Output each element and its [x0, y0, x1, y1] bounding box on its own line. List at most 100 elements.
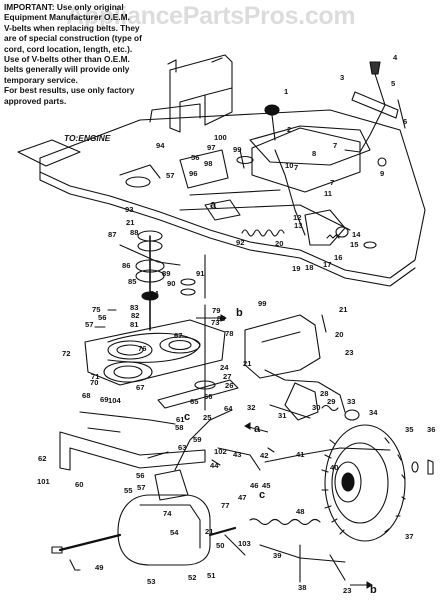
- part-callout-13: 13: [294, 221, 302, 230]
- brake-linkage: [264, 369, 346, 413]
- part-callout-101: 101: [37, 477, 50, 486]
- shift-arm: [147, 451, 169, 459]
- clutch-bracket-fold: [261, 331, 301, 343]
- part-callout-73: 73: [211, 318, 219, 327]
- part-callout-85: 85: [128, 277, 137, 286]
- part-callout-89: 89: [162, 269, 170, 278]
- frame-hole-3: [363, 241, 377, 249]
- part-callout-27: 27: [223, 372, 231, 381]
- part-callout-104: 104: [108, 396, 121, 405]
- idler-rod: [119, 244, 181, 266]
- frame-hole: [125, 176, 151, 188]
- knob-1: [264, 104, 280, 116]
- bolt-6: [397, 99, 406, 129]
- part-callout-18: 18: [305, 263, 313, 272]
- bolt-42: [267, 447, 275, 453]
- part-callout-32: 32: [247, 403, 255, 412]
- frame-slot-2: [189, 189, 281, 196]
- part-callout-61: 61: [176, 415, 185, 424]
- main-pulley-inner: [113, 365, 143, 379]
- drive-plate: [84, 319, 226, 386]
- drive-pulley-left: [107, 340, 153, 360]
- spring-104: [87, 427, 121, 433]
- brake-rod-68: [79, 411, 176, 425]
- part-callout-16: 16: [334, 253, 342, 262]
- part-callout-26: 26: [225, 381, 233, 390]
- part-callout-97: 97: [207, 143, 215, 152]
- tire-inner: [331, 442, 389, 524]
- lever-rod: [344, 73, 386, 153]
- main-pulley: [103, 361, 153, 383]
- part-callout-39: 39: [273, 551, 281, 560]
- part-callout-57: 57: [85, 320, 93, 329]
- part-callout-25: 25: [203, 413, 212, 422]
- cap-36: [427, 459, 434, 475]
- part-callout-53: 53: [147, 577, 155, 586]
- part-callout-88: 88: [130, 228, 138, 237]
- part-callout-63: 63: [178, 443, 186, 452]
- connection-letter-b: b: [370, 584, 377, 596]
- arrow-a-2-head: [244, 422, 251, 430]
- lever-bar: [351, 91, 399, 119]
- shift-lever-housing: [154, 469, 189, 501]
- part-callout-56: 56: [191, 153, 199, 162]
- part-callout-69: 69: [100, 395, 108, 404]
- part-callout-8: 8: [312, 149, 316, 158]
- rod-31: [269, 404, 311, 419]
- engine-link-plate: [17, 139, 81, 167]
- lever-bushing: [377, 157, 387, 167]
- part-callout-91: 91: [196, 269, 205, 278]
- part-callout-11: 11: [324, 189, 333, 198]
- arrow-b-1-head: [220, 314, 227, 322]
- part-callout-70: 70: [90, 378, 98, 387]
- bolt-103: [224, 534, 246, 556]
- part-callout-24: 24: [220, 363, 229, 372]
- part-callout-41: 41: [296, 450, 305, 459]
- part-callout-21: 21: [339, 305, 348, 314]
- notice-line: For best results, use only factory: [4, 85, 135, 96]
- part-callout-50: 50: [216, 541, 224, 550]
- dash-bracket: [169, 54, 233, 133]
- idler-arm: [157, 379, 239, 409]
- bushing-14: [335, 226, 349, 238]
- arrow-b-2-head: [366, 581, 373, 589]
- dash-bracket-fold: [204, 87, 233, 96]
- part-callout-36: 36: [427, 425, 435, 434]
- part-callout-76: 76: [138, 344, 146, 353]
- part-callout-60: 60: [75, 480, 83, 489]
- part-callout-82: 82: [131, 311, 139, 320]
- notice-line: Use only original: [56, 2, 124, 12]
- connection-letter-b: b: [236, 307, 243, 319]
- part-callout-28: 28: [320, 389, 328, 398]
- transmission-ridge: [139, 504, 201, 549]
- part-callout-21: 21: [126, 218, 135, 227]
- part-callout-67: 67: [174, 331, 182, 340]
- part-callout-45: 45: [262, 481, 271, 490]
- part-callout-7: 7: [294, 163, 298, 172]
- part-callout-65: 65: [190, 397, 199, 406]
- part-callout-37: 37: [405, 532, 413, 541]
- part-callout-57: 57: [166, 171, 174, 180]
- brake-spring: [321, 404, 339, 412]
- drive-pulley-left-inner: [116, 344, 144, 356]
- part-callout-3: 3: [340, 73, 344, 82]
- part-callout-43: 43: [233, 450, 241, 459]
- part-callout-9: 9: [380, 169, 384, 178]
- frame-plate: [39, 109, 426, 279]
- part-callout-102: 102: [214, 447, 227, 456]
- part-callout-81: 81: [130, 320, 139, 329]
- notice-line: approved parts.: [4, 95, 67, 106]
- part-callout-71: 71: [91, 372, 100, 381]
- notice-line: temporary service.: [4, 74, 78, 85]
- part-callout-100: 100: [214, 133, 227, 142]
- pulley-89: [180, 288, 196, 296]
- part-callout-64: 64: [224, 404, 233, 413]
- part-callout-54: 54: [170, 528, 179, 537]
- part-callout-20: 20: [335, 330, 343, 339]
- part-callout-33: 33: [347, 397, 355, 406]
- frame-edge: [39, 171, 416, 287]
- bolt-100: [239, 149, 245, 169]
- notice-line: Equipment Manufacturer O.E.M.: [4, 12, 130, 23]
- part-callout-4: 4: [393, 53, 398, 62]
